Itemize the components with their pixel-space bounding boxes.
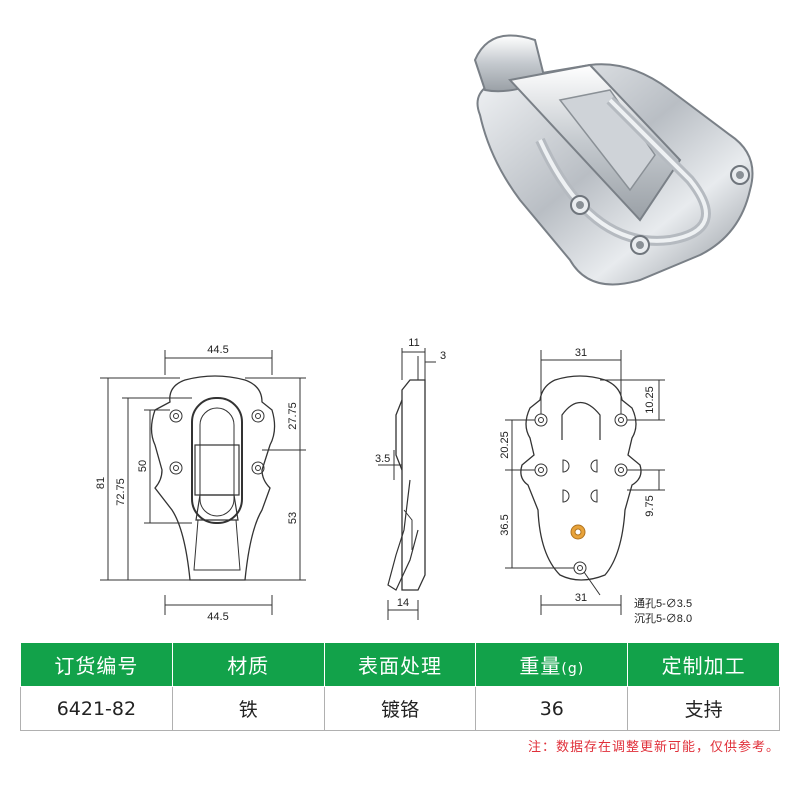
- back-top-to-hole: 10.25: [644, 386, 656, 414]
- front-view: [100, 350, 306, 615]
- header-weight: 重量(g): [475, 642, 629, 687]
- side-hook: 3.5: [375, 453, 390, 465]
- back-lower-dim: 36.5: [499, 514, 511, 535]
- cell-order-no: 6421-82: [20, 686, 173, 731]
- cell-custom: 支持: [627, 686, 780, 731]
- header-order-no: 订货编号: [20, 642, 173, 687]
- header-custom: 定制加工: [627, 642, 780, 687]
- technical-drawings: 44.5 44.5 81 72.75 50 27.75 53 11 3 3.5 …: [95, 337, 692, 625]
- front-width-top: 44.5: [207, 344, 228, 356]
- header-surface: 表面处理: [323, 642, 477, 687]
- cell-material: 铁: [171, 686, 325, 731]
- hole-note-countersunk: 沉孔5-∅8.0: [634, 612, 692, 625]
- front-height-inner: 72.75: [115, 478, 127, 506]
- front-top-offset: 27.75: [287, 402, 299, 430]
- side-thickness: 11: [408, 337, 419, 349]
- front-width-bottom: 44.5: [207, 611, 228, 623]
- product-photo: [473, 34, 754, 286]
- cell-weight: 36: [475, 686, 629, 731]
- header-material: 材质: [171, 642, 325, 687]
- disclaimer-note: 注：数据存在调整更新可能，仅供参考。: [527, 740, 780, 755]
- table-header-row: 订货编号 材质 表面处理 重量(g) 定制加工: [20, 642, 780, 687]
- back-hole-spacing-vertical: 20.25: [499, 431, 511, 459]
- cell-surface: 镀铬: [323, 686, 477, 731]
- header-weight-label: 重量: [519, 654, 562, 678]
- side-bottom: 14: [397, 597, 409, 609]
- back-lower-hole-offset: 9.75: [644, 495, 656, 516]
- back-hole-spacing-top: 31: [575, 347, 587, 359]
- side-plate: 3: [440, 350, 446, 362]
- spec-table: 订货编号 材质 表面处理 重量(g) 定制加工 6421-82 铁 镀铬 36 …: [20, 642, 780, 731]
- back-hole-spacing-bottom: 31: [575, 592, 587, 604]
- front-height-total: 81: [95, 477, 107, 489]
- back-view: [505, 350, 665, 615]
- table-row: 6421-82 铁 镀铬 36 支持: [20, 686, 780, 731]
- side-view: [378, 348, 436, 620]
- front-lower-height: 53: [287, 512, 299, 524]
- front-loop-height: 50: [137, 460, 149, 472]
- hole-note-through: 通孔5-∅3.5: [634, 597, 692, 610]
- header-weight-unit: (g): [561, 661, 585, 677]
